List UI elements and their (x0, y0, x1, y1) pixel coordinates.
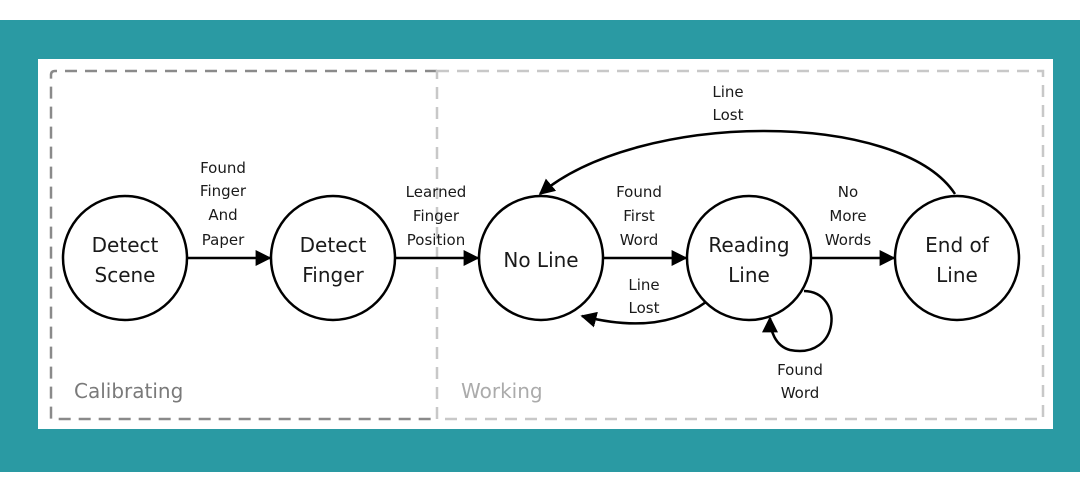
edge-label-line: Lost (629, 299, 660, 317)
edge-label-line: And (208, 206, 237, 224)
edge-label-line: Found (200, 159, 246, 177)
state-reading-line: Reading Line (685, 194, 813, 322)
edge-label-no-more-words: No More Words (825, 183, 872, 249)
edge-label-line: First (623, 207, 655, 225)
working-border (435, 69, 1045, 421)
state-label-line: Detect (92, 233, 159, 257)
group-working: Working (435, 69, 1045, 421)
group-label-working: Working (461, 379, 543, 403)
edge-end-of-line-to-no-line (538, 129, 957, 196)
edge-label-line: More (829, 207, 866, 225)
edge-label-line-lost-lower: Line Lost (628, 276, 659, 317)
edge-label-line-lost-upper: Line Lost (712, 83, 743, 124)
edge-label-found-finger-and-paper: Found Finger And Paper (200, 159, 247, 249)
state-circle (61, 194, 189, 322)
edge-label-line: Paper (202, 231, 245, 249)
state-label-line: End of (925, 233, 990, 257)
state-no-line: No Line (477, 194, 605, 322)
group-calibrating: Calibrating (49, 69, 437, 421)
state-end-of-line: End of Line (893, 194, 1021, 322)
edge-label-line: Lost (713, 106, 744, 124)
edge-label-line: Word (620, 231, 659, 249)
calibrating-border (49, 69, 437, 421)
edge-label-line: Words (825, 231, 872, 249)
edge-label-line: Found (616, 183, 662, 201)
state-label-line: Scene (95, 263, 156, 287)
edge-label-learned-finger-position: Learned Finger Position (406, 183, 467, 249)
state-label-line: Reading (708, 233, 789, 257)
state-detect-scene: Detect Scene (61, 194, 189, 322)
edge-label-line: Position (407, 231, 465, 249)
state-label-line: Line (936, 263, 978, 287)
edge-label-line: Word (781, 384, 820, 402)
edge-label-line: Learned (406, 183, 467, 201)
state-circle (893, 194, 1021, 322)
group-label-calibrating: Calibrating (74, 379, 183, 403)
edge-label-line: Found (777, 361, 823, 379)
edge-label-found-first-word: Found First Word (616, 183, 662, 249)
state-label-line: Detect (300, 233, 367, 257)
state-circle (269, 194, 397, 322)
state-label-line: Finger (302, 263, 364, 287)
state-label-line: No Line (503, 248, 578, 272)
edge-label-line: Finger (413, 207, 460, 225)
edge-label-line: Line (712, 83, 743, 101)
edge-label-line: No (838, 183, 858, 201)
state-circle (685, 194, 813, 322)
edge-reading-line-self-loop (762, 289, 833, 353)
state-circle (477, 194, 605, 322)
edge-reading-line-to-no-line (580, 300, 707, 328)
edge-label-found-word: Found Word (777, 361, 823, 402)
edge-label-line: Finger (200, 182, 247, 200)
edge-label-line: Line (628, 276, 659, 294)
state-label-line: Line (728, 263, 770, 287)
state-detect-finger: Detect Finger (269, 194, 397, 322)
